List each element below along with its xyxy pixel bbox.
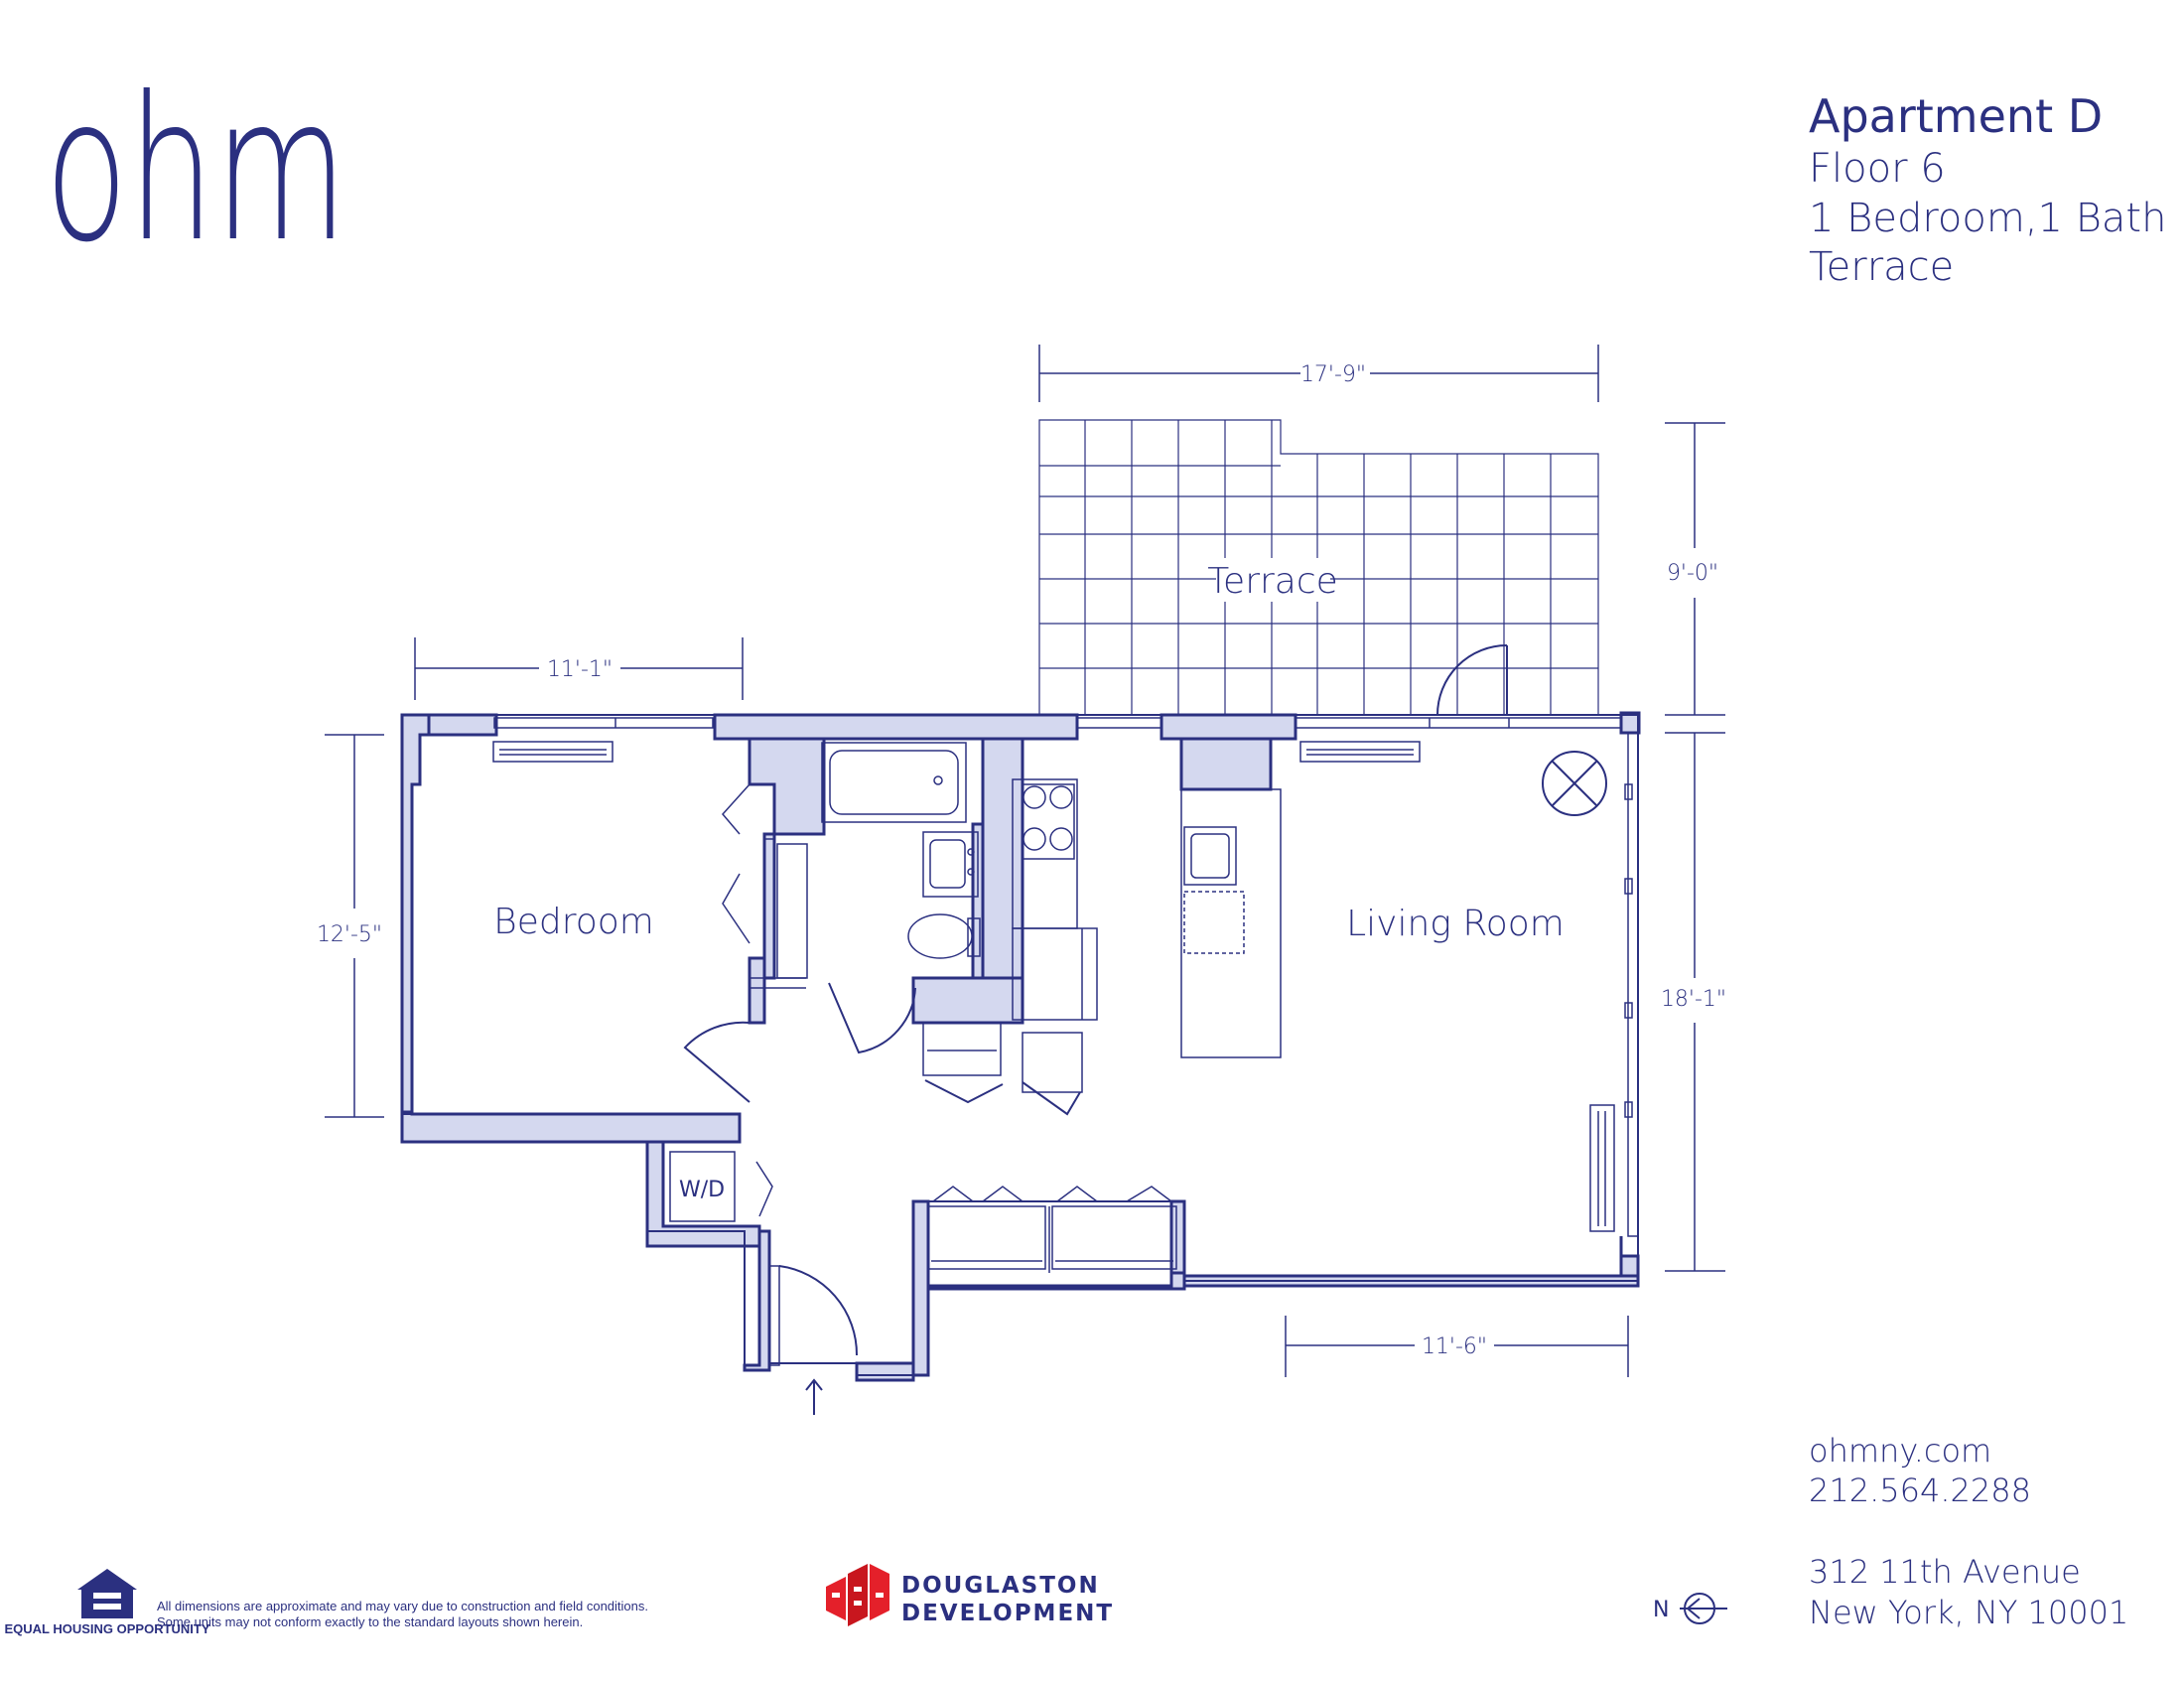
unit-type-label: 1 Bedroom,1 Bath: [1809, 196, 2166, 241]
walls: [400, 711, 1641, 1382]
terrace-label: Terrace: [1207, 561, 1338, 602]
equal-housing-text: EQUAL HOUSING OPPORTUNITY: [4, 1621, 209, 1636]
washer-dryer: W/D: [669, 1151, 773, 1222]
developer-name-1: DOUGLASTON: [901, 1573, 1100, 1599]
windows: [493, 717, 1639, 1237]
bedroom-closet: [722, 783, 808, 989]
living-width-dim: 11'-6": [1422, 1334, 1487, 1359]
toilet-icon: [907, 913, 981, 959]
wd-label: W/D: [679, 1178, 725, 1202]
dimension-lines: [325, 345, 1725, 1377]
website-link[interactable]: ohmny.com: [1809, 1432, 1991, 1470]
bedroom-door: [683, 1021, 751, 1103]
kitchen: [1012, 778, 1282, 1058]
bathroom: [821, 742, 981, 1054]
equal-housing-logo: EQUAL HOUSING OPPORTUNITY: [4, 1569, 210, 1636]
ohm-logo: ohm: [45, 55, 347, 286]
terrace-area: Terrace: [1038, 419, 1599, 716]
bedroom-label: Bedroom: [493, 902, 654, 942]
feature-label: Terrace: [1809, 244, 1954, 290]
developer-name-2: DEVELOPMENT: [901, 1601, 1114, 1626]
phone-number: 212.564.2288: [1809, 1471, 2031, 1509]
bedroom-width-dim: 11'-1": [547, 657, 613, 682]
apartment-title: Apartment D: [1809, 89, 2103, 143]
entry-door: [768, 1265, 859, 1366]
disclaimer-line-1: All dimensions are approximate and may v…: [157, 1599, 648, 1613]
ceiling-light-icon: [1542, 751, 1607, 816]
address-line-1: 312 11th Avenue: [1809, 1553, 2081, 1591]
disclaimer-line-2: Some units may not conform exactly to th…: [157, 1614, 583, 1629]
address-line-2: New York, NY 10001: [1809, 1594, 2128, 1631]
entry-arrow-icon: [805, 1378, 823, 1415]
radiators: [492, 741, 1615, 1232]
terrace-depth-dim: 9'-0": [1667, 561, 1718, 586]
hall-closets: [922, 1022, 1083, 1116]
floor-label: Floor 6: [1809, 146, 1946, 192]
douglaston-logo-icon: [826, 1564, 889, 1626]
terrace-width-dim: 17'-9": [1300, 362, 1366, 387]
north-label: N: [1653, 1598, 1669, 1622]
living-closets: [927, 1186, 1177, 1273]
bedroom-depth-dim: 12'-5": [317, 922, 382, 947]
north-arrow-icon: N: [1653, 1593, 1727, 1624]
living-room-label: Living Room: [1346, 904, 1565, 944]
living-depth-dim: 18'-1": [1661, 987, 1726, 1012]
